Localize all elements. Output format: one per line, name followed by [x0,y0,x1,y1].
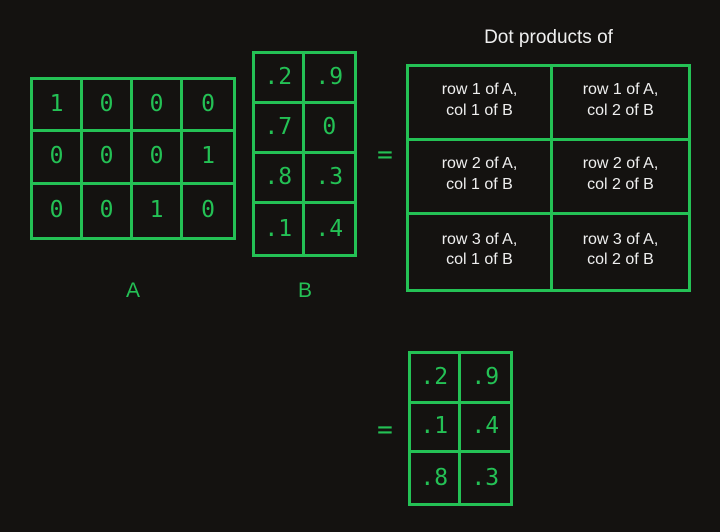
dot-cell-r2c1-line1: row 2 of A, [441,155,518,173]
matrix-a-caption: A [125,279,140,302]
dot-cell-r3c1-line2: col 1 of B [446,251,513,268]
matrix-result-cell-r1c1: .2 [411,354,461,404]
matrix-a-cell-r1c3: 0 [133,80,183,133]
dot-cell-r1c1: row 1 of A, col 1 of B [409,67,553,141]
dot-cell-r3c2: row 3 of A, col 2 of B [553,215,688,289]
matrix-result-cell-r1c2: .9 [460,354,510,404]
dot-products-table: row 1 of A, col 1 of B row 1 of A, col 2… [406,64,691,292]
matrix-b-cell-r1c1: .2 [255,54,305,104]
matrix-b-cell-r2c2: 0 [304,104,354,154]
equals-sign-bottom: = [377,415,393,445]
matrix-a-cell-r3c3: 1 [133,184,183,237]
matrix-a-cell-r3c2: 0 [83,184,133,237]
matrix-result-cell-r3c1: .8 [411,453,461,503]
matrix-result-cell-r3c2: .3 [471,464,500,491]
matrix-a-cell-r2c4: 1 [183,132,233,185]
matrix-a: 1 0 0 0 0 0 0 1 0 0 1 0 [30,77,236,240]
matrix-a-cell-r2c1: 0 [33,132,83,185]
matrix-a-cell-r1c1: 1 [33,80,83,133]
matrix-a-cell-r1c2: 0 [83,80,133,133]
dot-cell-r2c2-line2: col 2 of B [587,175,654,193]
equals-sign-top: = [377,140,393,170]
matrix-b-cell-r1c2: .9 [304,54,354,104]
matrix-b-cell-r3c1: .8 [255,154,305,204]
matrix-a-cell-r3c1: 0 [33,184,83,237]
dot-cell-r1c2: row 1 of A, col 2 of B [553,67,688,141]
dot-cell-r1c1-line1: row 1 of A, [441,81,518,99]
dot-cell-r2c1-line2: col 1 of B [446,175,513,193]
dot-cell-r2c1: row 2 of A, col 1 of B [409,141,553,215]
matrix-result-cell-r2c1: .1 [411,403,461,454]
dot-cell-r1c2-line2: col 2 of B [587,101,654,119]
matrix-b-cell-r3c2: .3 [304,154,354,204]
dot-cell-r3c1-line1: row 3 of A, [441,230,518,248]
dot-cell-r3c2-line2: col 2 of B [587,251,654,268]
matrix-b-caption: B [297,279,312,302]
dot-cell-r3c2-line1: row 3 of A, [582,230,659,248]
matrix-b-cell-r2c1: .7 [255,104,305,154]
matrix-a-cell-r3c4: 0 [201,197,215,224]
matrix-b-cell-r4c1: .1 [255,204,305,254]
dot-cell-r3c1: row 3 of A, col 1 of B [409,215,553,289]
matrix-b-cell-r4c2: .4 [315,215,344,242]
matrix-result-cell-r2c2: .4 [460,404,510,454]
matrix-b: .2 .9 .7 0 .8 .3 .1 .4 [252,51,357,257]
matrix-a-cell-r2c3: 0 [133,132,183,185]
matrix-a-cell-r2c2: 0 [83,132,133,185]
dot-cell-r1c2-line1: row 1 of A, [582,81,659,99]
dot-cell-r1c1-line2: col 1 of B [446,101,513,119]
dot-products-title: Dot products of [484,27,613,48]
matrix-a-cell-r1c4: 0 [183,80,233,133]
dot-cell-r2c2-line1: row 2 of A, [582,155,659,173]
matrix-result: .2 .9 .1 .4 .8 .3 [408,351,513,506]
dot-cell-r2c2: row 2 of A, col 2 of B [553,141,688,215]
